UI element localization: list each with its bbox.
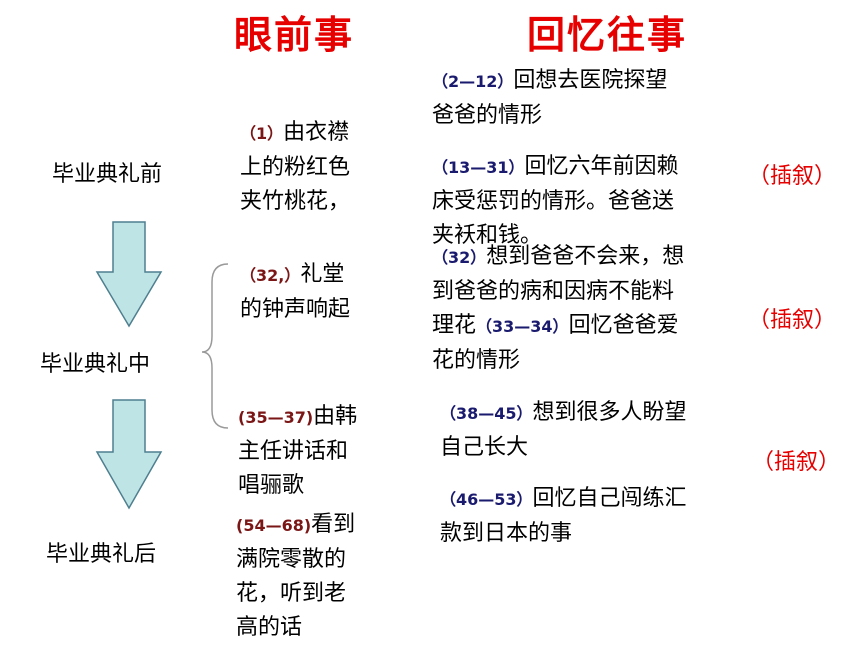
memory-event-1-line-2: 爸爸的情形 (432, 103, 543, 128)
stage-before-graduation: 毕业典礼前 (52, 162, 163, 187)
present-event-2-line-1: 礼堂 (300, 262, 345, 287)
present-event-4-line-2: 满院零散的 (236, 547, 347, 572)
down-arrow-2 (95, 399, 163, 510)
memory-event-3-number-2: （33—34） (476, 317, 569, 336)
present-event-4-number: (54—68) (236, 516, 312, 535)
memory-event-3-line-3a: 理花 (432, 313, 477, 338)
present-event-4-line-4: 高的话 (236, 615, 303, 640)
memory-event-5-number: （46—53） (440, 490, 533, 509)
memory-event-1: （2—12）回想去医院探望 爸爸的情形 (432, 64, 752, 133)
present-event-1-line-3: 夹竹桃花， (240, 189, 351, 214)
memory-event-5-line-2: 款到日本的事 (440, 521, 573, 546)
present-event-1-number: （1） (240, 124, 284, 143)
present-event-3-line-3: 唱骊歌 (238, 473, 305, 498)
present-event-2-number: （32,） (240, 266, 301, 285)
memory-event-3-line-1: 想到爸爸不会来，想 (486, 244, 685, 269)
curly-brace (201, 263, 229, 429)
present-event-4-line-3: 花，听到老 (236, 581, 347, 606)
memory-event-2-line-1: 回忆六年前因赖 (524, 154, 679, 179)
memory-event-4-line-1: 想到很多人盼望 (532, 400, 687, 425)
memory-event-4-line-2: 自己长大 (440, 435, 529, 460)
flashback-label-1: （插叙） (748, 164, 837, 189)
present-event-2: （32,）礼堂 的钟声响起 (240, 258, 390, 327)
down-arrow-1 (95, 221, 163, 328)
memory-event-3-line-4: 花的情形 (432, 348, 521, 373)
flashback-label-2: （插叙） (748, 308, 837, 333)
memory-event-3: （32）想到爸爸不会来，想 到爸爸的病和因病不能料 理花（33—34）回忆爸爸爱… (432, 240, 752, 378)
memory-event-2: （13—31）回忆六年前因赖 床受惩罚的情形。爸爸送 夹袄和钱。 (432, 150, 752, 253)
memory-event-4: （38—45）想到很多人盼望 自己长大 (440, 396, 760, 465)
present-event-3-line-1: 由韩 (313, 404, 358, 429)
memory-event-1-line-1: 回想去医院探望 (513, 68, 668, 93)
memory-event-5-line-1: 回忆自己闯练汇 (532, 486, 687, 511)
present-event-3-number: (35—37) (238, 408, 314, 427)
memory-event-1-number: （2—12） (432, 72, 514, 91)
present-events-heading: 眼前事 (234, 13, 355, 57)
memory-event-3-line-3b: 回忆爸爸爱 (568, 313, 679, 338)
memory-event-2-number: （13—31） (432, 158, 525, 177)
memory-event-3-line-2: 到爸爸的病和因病不能料 (432, 279, 675, 304)
present-event-4-line-1: 看到 (311, 512, 356, 537)
present-event-1-line-1: 由衣襟 (283, 120, 350, 145)
stage-during-graduation: 毕业典礼中 (40, 352, 151, 377)
memory-event-2-line-2: 床受惩罚的情形。爸爸送 (432, 189, 675, 214)
stage-after-graduation: 毕业典礼后 (46, 542, 157, 567)
memory-event-4-number: （38—45） (440, 404, 533, 423)
flashback-label-3: （插叙） (752, 450, 841, 475)
memory-events-heading: 回忆往事 (527, 13, 688, 57)
present-event-3-line-2: 主任讲话和 (238, 439, 349, 464)
present-event-1: （1）由衣襟 上的粉红色 夹竹桃花， (240, 116, 390, 219)
memory-event-5: （46—53）回忆自己闯练汇 款到日本的事 (440, 482, 760, 551)
memory-event-2-line-3: 夹袄和钱。 (432, 223, 543, 248)
present-event-4: (54—68)看到 满院零散的 花，听到老 高的话 (236, 508, 386, 645)
present-event-1-line-2: 上的粉红色 (240, 155, 351, 180)
present-event-2-line-2: 的钟声响起 (240, 297, 351, 322)
present-event-3: (35—37)由韩 主任讲话和 唱骊歌 (238, 400, 388, 503)
memory-event-3-number: （32） (432, 248, 487, 267)
